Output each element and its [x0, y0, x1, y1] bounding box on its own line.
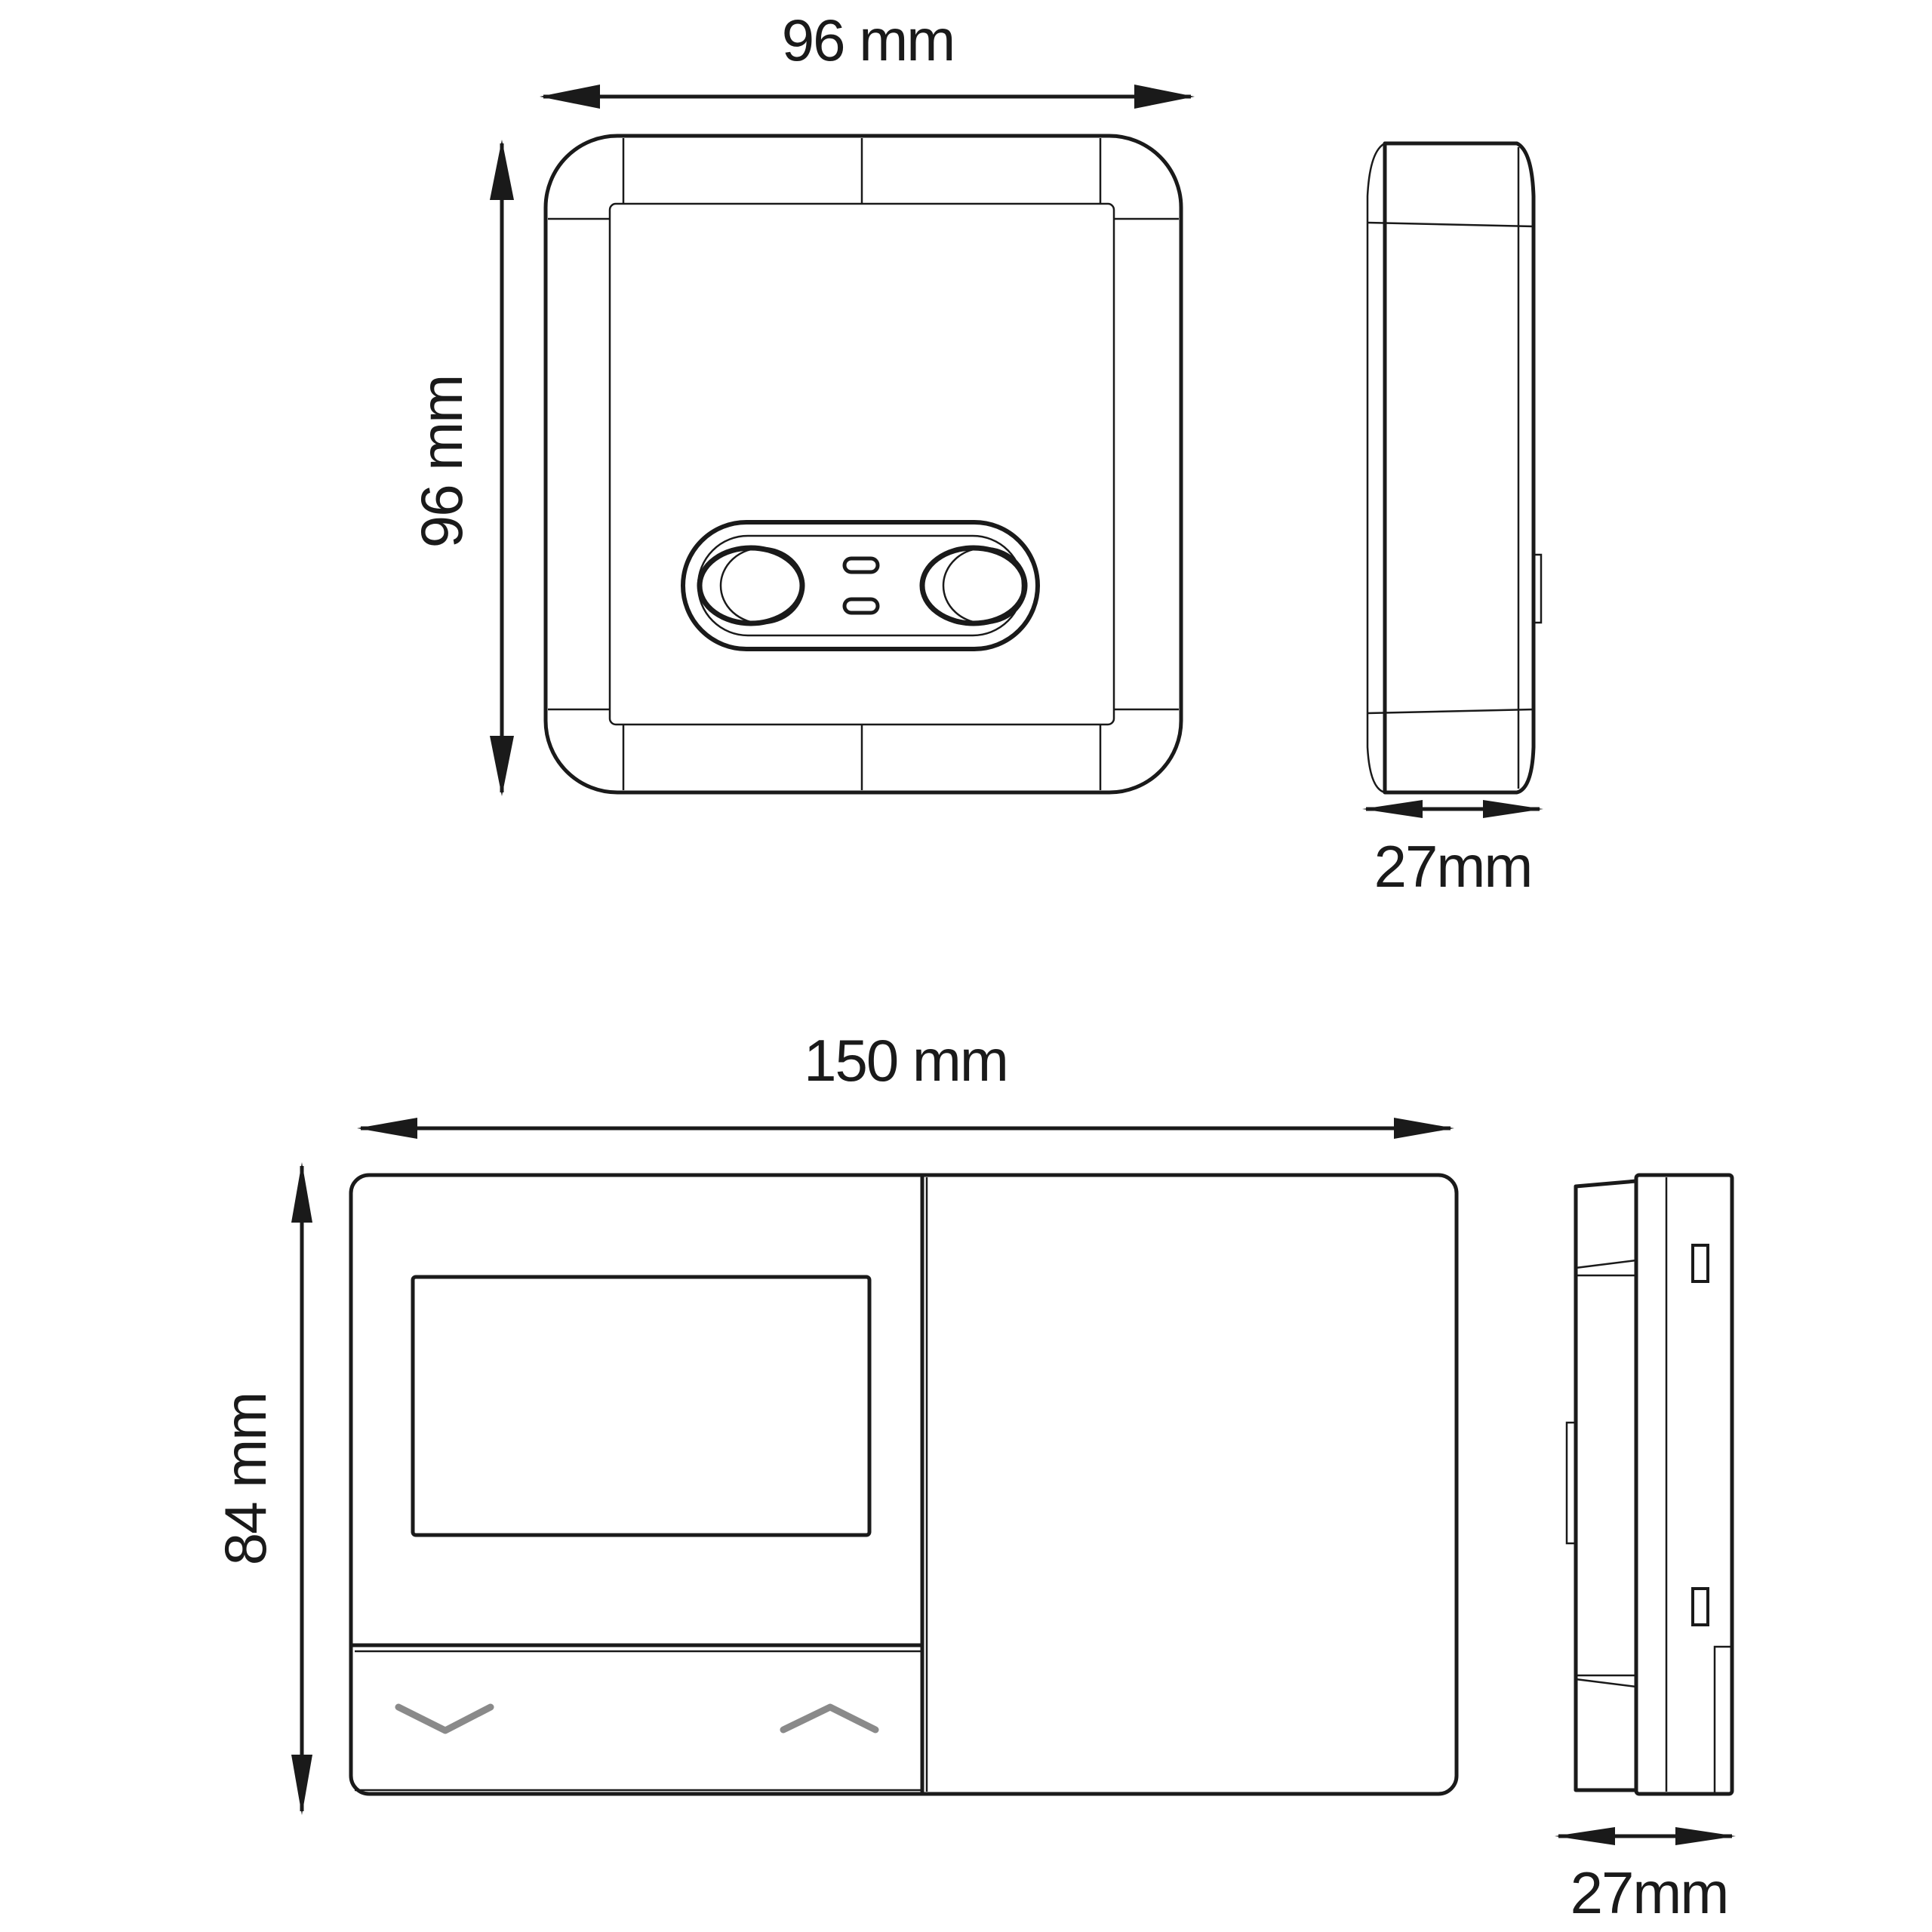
thermostat-height-dimension: 84 mm: [212, 1162, 312, 1815]
down-arrow-button[interactable]: [395, 1703, 494, 1734]
thermostat-side-view: 27mm: [1555, 1173, 1736, 1926]
receiver-depth-label: 27mm: [1374, 833, 1532, 900]
receiver-housing: [543, 134, 1183, 795]
thermostat-width-label: 150 mm: [804, 1027, 1008, 1094]
receiver-front-view: 96 mm 96 mm: [408, 7, 1195, 796]
receiver-width-label: 96 mm: [782, 7, 954, 73]
receiver-button-panel: [681, 520, 1040, 651]
receiver-height-dimension: 96 mm: [408, 140, 514, 796]
receiver-led-bottom: [842, 597, 880, 615]
receiver-left-button[interactable]: [697, 545, 805, 626]
thermostat-width-dimension: 150 mm: [357, 1027, 1454, 1139]
receiver-side-view: 27mm: [1362, 141, 1543, 900]
receiver-right-button[interactable]: [919, 545, 1028, 626]
thermostat-display: [411, 1275, 872, 1537]
thermostat-housing: [349, 1173, 1459, 1796]
chevron-down-icon: [395, 1703, 494, 1734]
receiver-height-label: 96 mm: [408, 376, 475, 548]
thermostat-height-label: 84 mm: [212, 1393, 278, 1565]
thermostat-depth-dimension: 27mm: [1555, 1827, 1736, 1926]
chevron-up-icon: [780, 1703, 879, 1734]
up-arrow-button[interactable]: [780, 1703, 879, 1734]
receiver-edge-seams: [548, 138, 1179, 790]
thermostat-depth-label: 27mm: [1571, 1860, 1728, 1926]
receiver-depth-dimension: 27mm: [1362, 800, 1543, 900]
receiver-led-top: [842, 556, 880, 574]
thermostat-front-view: 150 mm 84 mm: [212, 1027, 1459, 1815]
receiver-face-panel: [608, 202, 1115, 726]
receiver-width-dimension: 96 mm: [540, 7, 1195, 109]
